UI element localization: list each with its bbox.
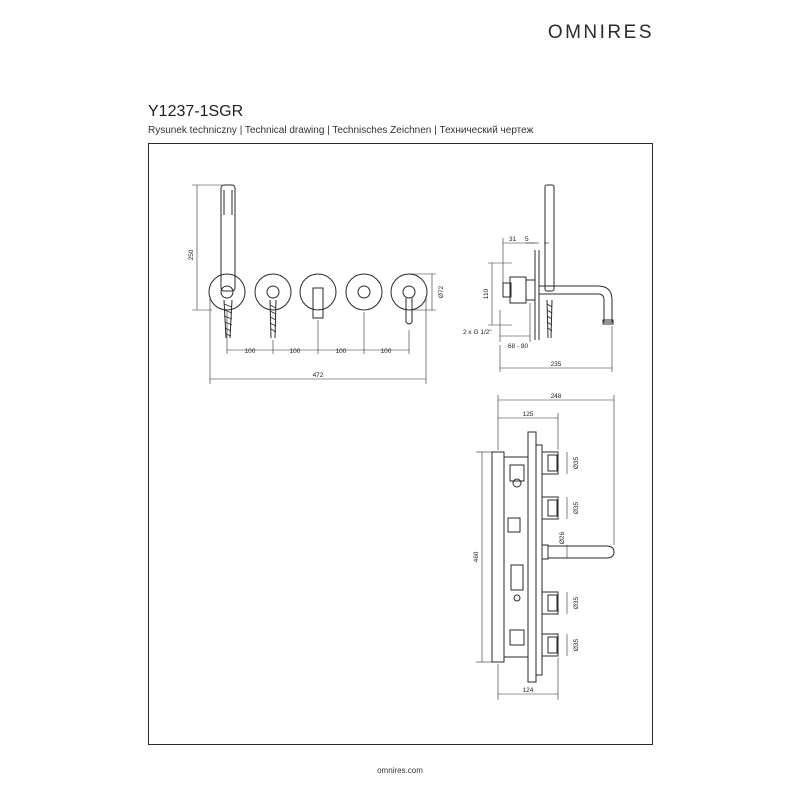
dim-31-label: 31: [509, 236, 517, 243]
dim-250-label: 250: [188, 249, 195, 260]
diameter-label-1: Ø35: [573, 456, 580, 469]
diameter-label-5: Ø35: [573, 638, 580, 651]
connection-label: 2 x G 1/2": [463, 329, 492, 336]
drawing-subtitle: Rysunek techniczny | Technical drawing |…: [148, 125, 534, 136]
footer-url: omnires.com: [377, 766, 423, 775]
dim-d72: [410, 273, 436, 311]
dim-spacing: [226, 312, 410, 354]
dim-5-label: 5: [525, 236, 529, 243]
body-view: [476, 395, 615, 700]
spacing-label-2: 100: [290, 348, 301, 355]
hand-shower: [220, 184, 236, 339]
rosette-5-mixer: [390, 273, 428, 325]
spacing-label-1: 100: [245, 348, 256, 355]
diameter-label-3: Ø26: [559, 531, 566, 544]
side-view: [488, 184, 614, 372]
brand-logo: OMNIRES: [547, 22, 654, 43]
dim-472: [209, 296, 427, 384]
dim-68-80-label: 68 - 80: [508, 343, 529, 350]
dim-235-label: 235: [551, 361, 562, 368]
spacing-label-4: 100: [381, 348, 392, 355]
dim-460-label: 460: [473, 551, 480, 562]
dim-250: [192, 184, 222, 311]
dim-d72-label: Ø72: [438, 285, 445, 298]
rosette-4: [345, 273, 383, 311]
product-code: Y1237-1SGR: [148, 103, 244, 120]
diameter-label-4: Ø35: [573, 596, 580, 609]
dim-125-label: 125: [523, 411, 534, 418]
rosette-2: [254, 273, 292, 339]
diameter-label-2: Ø35: [573, 501, 580, 514]
dim-110-label: 110: [483, 288, 490, 299]
rosette-3-spout-cover: [299, 273, 337, 319]
front-view: [192, 184, 436, 384]
dim-248-label: 248: [551, 393, 562, 400]
spacing-label-3: 100: [336, 348, 347, 355]
dim-124-label: 124: [523, 687, 534, 694]
dim-472-label: 472: [313, 372, 324, 379]
rosette-1: [208, 273, 246, 311]
drawing-frame: [148, 143, 653, 745]
